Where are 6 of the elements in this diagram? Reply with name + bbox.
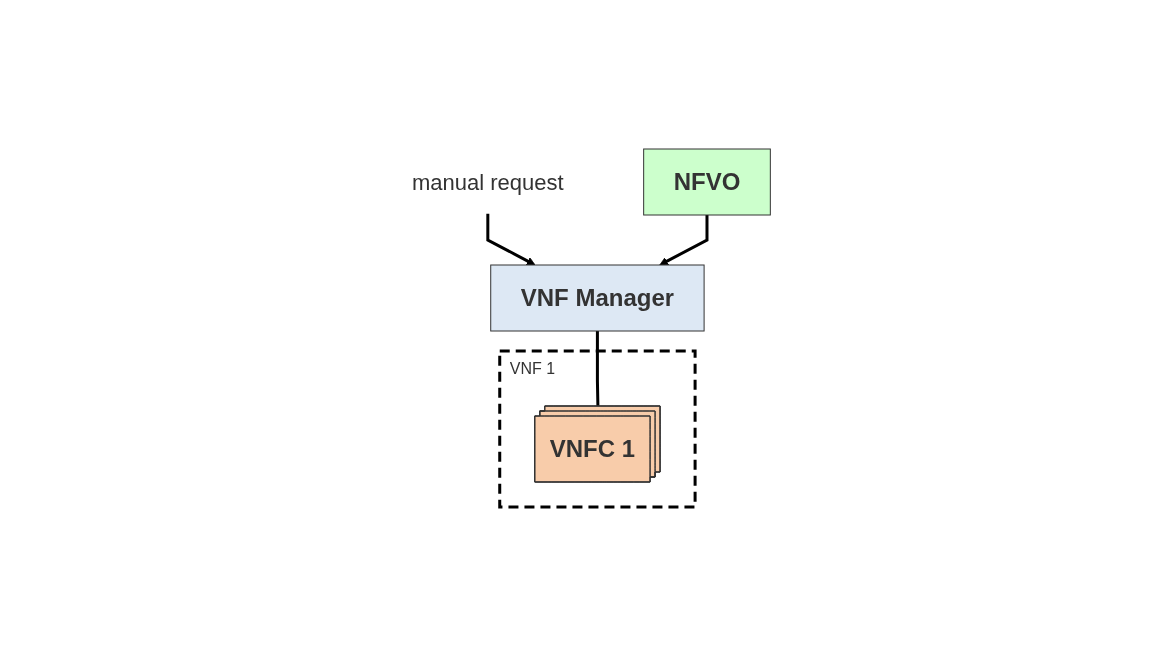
node-box: NFVO: [643, 148, 772, 216]
node-text: manual request: [412, 169, 564, 195]
connector: [596, 331, 600, 407]
arrow: [659, 215, 709, 266]
arrow: [486, 213, 536, 266]
node-box: VNF Manager: [490, 264, 705, 332]
